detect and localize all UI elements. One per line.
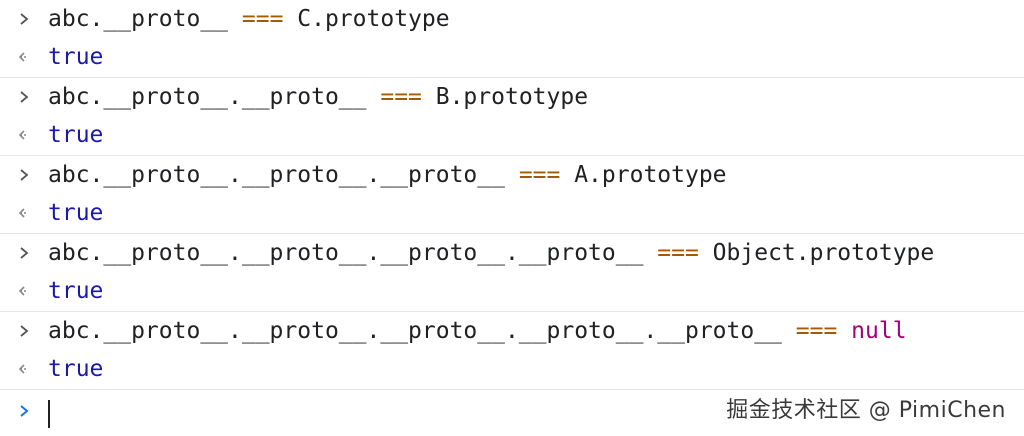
result-value: true <box>48 278 104 304</box>
code-token: abc.__proto__.__proto__.__proto__.__prot… <box>48 240 658 266</box>
return-arrow-icon <box>14 350 34 388</box>
console-entry: abc.__proto__.__proto__ === B.prototype t… <box>0 78 1024 156</box>
chevron-right-icon <box>14 312 34 350</box>
operator-token: === <box>795 318 838 344</box>
console-result[interactable]: true <box>0 272 1024 310</box>
return-arrow-icon <box>14 272 34 310</box>
chevron-right-icon <box>14 156 34 194</box>
operator-token: === <box>380 84 422 110</box>
console-input-echo[interactable]: abc.__proto__ === C.prototype <box>0 0 1024 38</box>
console-result[interactable]: true <box>0 116 1024 154</box>
code-token: A.prototype <box>560 162 727 188</box>
code-token: abc.__proto__ <box>48 6 242 32</box>
code-token <box>837 318 851 344</box>
chevron-right-icon <box>14 234 34 272</box>
watermark: 掘金技术社区 @ PimiChen <box>726 398 1006 423</box>
text-caret <box>48 400 50 428</box>
result-value: true <box>48 122 104 148</box>
result-value: true <box>48 44 104 70</box>
input-code: abc.__proto__ === C.prototype <box>48 0 450 38</box>
console-entry: abc.__proto__ === C.prototype true <box>0 0 1024 78</box>
operator-token: === <box>241 6 284 32</box>
return-arrow-icon <box>14 38 34 76</box>
code-token: abc.__proto__.__proto__ <box>48 84 381 110</box>
console-result[interactable]: true <box>0 38 1024 76</box>
console-input-echo[interactable]: abc.__proto__.__proto__.__proto__.__prot… <box>0 312 1024 350</box>
operator-token: === <box>657 240 699 266</box>
return-arrow-icon <box>14 116 34 154</box>
operator-token: === <box>518 162 561 188</box>
console-input-echo[interactable]: abc.__proto__.__proto__ === B.prototype <box>0 78 1024 116</box>
code-token: C.prototype <box>283 6 450 32</box>
code-token: Object.prototype <box>698 240 935 266</box>
return-arrow-icon <box>14 194 34 232</box>
console-entry: abc.__proto__.__proto__.__proto__ === A.… <box>0 156 1024 234</box>
code-token: abc.__proto__.__proto__.__proto__ <box>48 162 519 188</box>
chevron-right-icon <box>14 392 34 430</box>
input-code: abc.__proto__.__proto__.__proto__.__prot… <box>48 234 934 272</box>
console-input-echo[interactable]: abc.__proto__.__proto__.__proto__.__prot… <box>0 234 1024 272</box>
result-value: true <box>48 356 104 382</box>
chevron-right-icon <box>14 0 34 38</box>
input-code: abc.__proto__.__proto__.__proto__.__prot… <box>48 312 907 350</box>
result-value: true <box>48 200 104 226</box>
code-token: B.prototype <box>421 84 589 110</box>
console-result[interactable]: true <box>0 194 1024 232</box>
console-input-line[interactable] <box>0 392 1024 434</box>
input-code: abc.__proto__.__proto__ === B.prototype <box>48 78 588 116</box>
null-keyword-token: null <box>851 318 907 344</box>
code-token: abc.__proto__.__proto__.__proto__.__prot… <box>48 318 796 344</box>
console-entry: abc.__proto__.__proto__.__proto__.__prot… <box>0 234 1024 312</box>
input-code: abc.__proto__.__proto__.__proto__ === A.… <box>48 156 727 194</box>
console-entry: abc.__proto__.__proto__.__proto__.__prot… <box>0 312 1024 390</box>
console-input-echo[interactable]: abc.__proto__.__proto__.__proto__ === A.… <box>0 156 1024 194</box>
chevron-right-icon <box>14 78 34 116</box>
console-result[interactable]: true <box>0 350 1024 388</box>
